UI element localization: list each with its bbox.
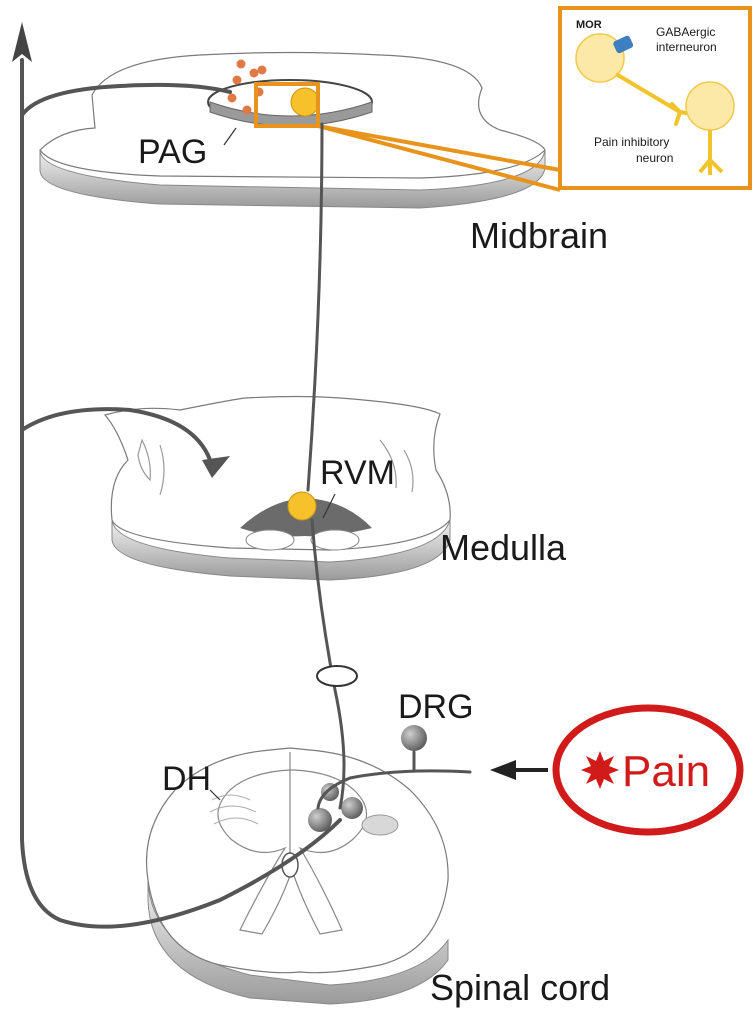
inset-mor-label: MOR [576,19,602,31]
inset-pain-inhib-line1: Pain inhibitory [594,135,669,149]
label-medulla: Medulla [440,527,567,568]
label-midbrain: Midbrain [470,215,608,256]
arrow-left-icon [490,760,516,780]
midbrain-section: PAG Midbrain [40,53,608,257]
starburst-icon [581,751,619,789]
label-pain: Pain [622,747,710,796]
pag-neuron [291,88,319,116]
drg-neuron [401,725,427,751]
dh-neuron-2 [341,797,363,819]
label-pag: PAG [138,133,207,171]
label-rvm: RVM [320,454,395,492]
inset-gaba-line2: interneuron [656,40,717,54]
axon-loop [317,666,357,686]
spinal-cord-section: DH Spinal cord [147,748,611,1008]
inset-pain-inhib-line2: neuron [636,151,673,165]
label-spinal-cord: Spinal cord [430,967,610,1008]
inset-gaba-line1: GABAergic [656,25,715,39]
rvm-neuron [288,492,316,520]
pain-inhibitory-neuron-soma [686,82,734,130]
pain-input: Pain [490,708,740,832]
inset-box: MOR GABAergic interneuron Pain inhibitor… [560,8,750,188]
arrow-up-icon [12,22,32,62]
label-drg: DRG [398,688,474,726]
label-dh: DH [162,760,211,798]
